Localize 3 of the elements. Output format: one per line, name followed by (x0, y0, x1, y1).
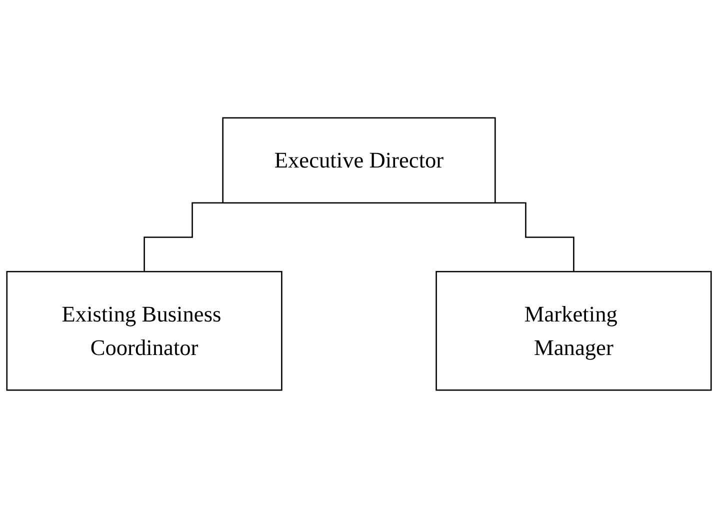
node-box: Existing Business Coordinator (6, 270, 282, 390)
node-box: Executive Director (222, 116, 496, 204)
node-box: Marketing Manager (436, 270, 712, 390)
